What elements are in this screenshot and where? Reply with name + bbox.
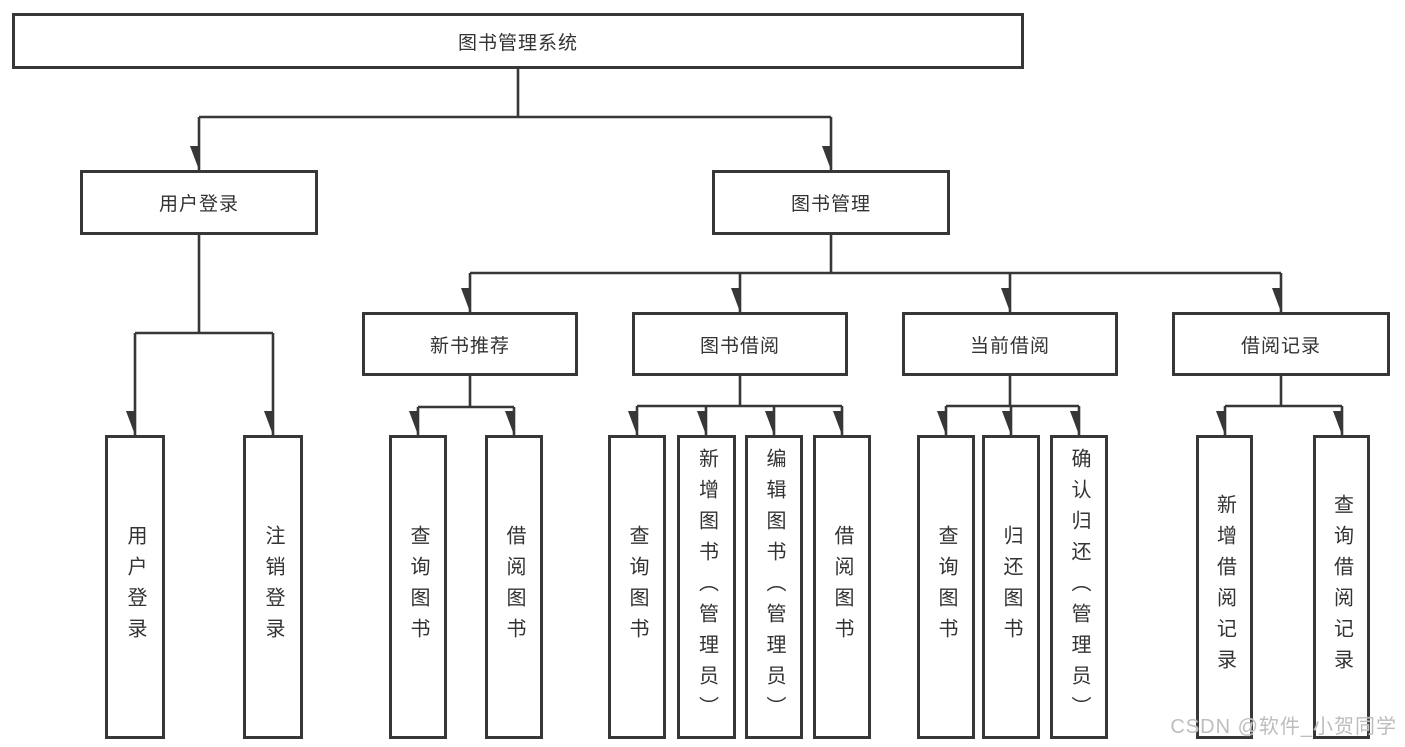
- node-borrowing-records-label: 借阅记录: [1240, 335, 1321, 357]
- leaf-logout: 注销登录: [243, 435, 303, 739]
- leaf-add-books-admin: 新增图书（管理员）: [677, 435, 736, 739]
- node-book-borrowing: 图书借阅: [632, 312, 848, 376]
- node-book-borrowing-label: 图书借阅: [699, 335, 780, 357]
- leaf-borrowing-borrow-books-label: 借阅图书: [831, 525, 853, 649]
- leaf-add-borrow-record-label: 新增借阅记录: [1213, 494, 1236, 680]
- leaf-edit-books-admin-label: 编辑图书（管理员）: [763, 447, 785, 727]
- leaf-recommend-borrow-books-label: 借阅图书: [503, 525, 525, 649]
- leaf-query-borrow-record: 查询借阅记录: [1313, 435, 1370, 739]
- leaf-recommend-query-books-label: 查询图书: [407, 525, 429, 649]
- leaf-recommend-borrow-books: 借阅图书: [485, 435, 543, 739]
- leaf-return-books-label: 归还图书: [1000, 525, 1022, 649]
- node-book-management: 图书管理: [712, 170, 950, 235]
- node-new-book-recommend: 新书推荐: [362, 312, 578, 376]
- leaf-borrowing-borrow-books: 借阅图书: [813, 435, 871, 739]
- leaf-borrowing-query-books: 查询图书: [608, 435, 666, 739]
- leaf-user-login-label: 用户登录: [124, 525, 146, 649]
- leaf-recommend-query-books: 查询图书: [389, 435, 447, 739]
- leaf-return-books: 归还图书: [982, 435, 1040, 739]
- leaf-logout-label: 注销登录: [262, 525, 284, 649]
- node-book-management-label: 图书管理: [790, 194, 871, 215]
- node-root-label: 图书管理系统: [457, 32, 578, 54]
- node-user-login: 用户登录: [80, 170, 318, 235]
- leaf-confirm-return-admin: 确认归还（管理员）: [1050, 435, 1108, 739]
- node-borrowing-records: 借阅记录: [1172, 312, 1390, 376]
- node-current-borrowing: 当前借阅: [902, 312, 1118, 376]
- leaf-current-query-books-label: 查询图书: [935, 525, 957, 649]
- leaf-borrowing-query-books-label: 查询图书: [626, 525, 648, 649]
- leaf-confirm-return-admin-label: 确认归还（管理员）: [1068, 447, 1090, 727]
- node-user-login-label: 用户登录: [158, 194, 239, 215]
- leaf-add-borrow-record: 新增借阅记录: [1196, 435, 1253, 739]
- leaf-current-query-books: 查询图书: [917, 435, 975, 739]
- watermark: CSDN @软件_小贺同学: [1170, 716, 1397, 738]
- leaf-add-books-admin-label: 新增图书（管理员）: [695, 447, 718, 727]
- node-current-borrowing-label: 当前借阅: [969, 335, 1050, 357]
- node-new-book-recommend-label: 新书推荐: [429, 335, 510, 357]
- leaf-edit-books-admin: 编辑图书（管理员）: [745, 435, 803, 739]
- leaf-user-login: 用户登录: [105, 435, 165, 739]
- leaf-query-borrow-record-label: 查询借阅记录: [1330, 494, 1353, 680]
- node-root: 图书管理系统: [12, 13, 1024, 69]
